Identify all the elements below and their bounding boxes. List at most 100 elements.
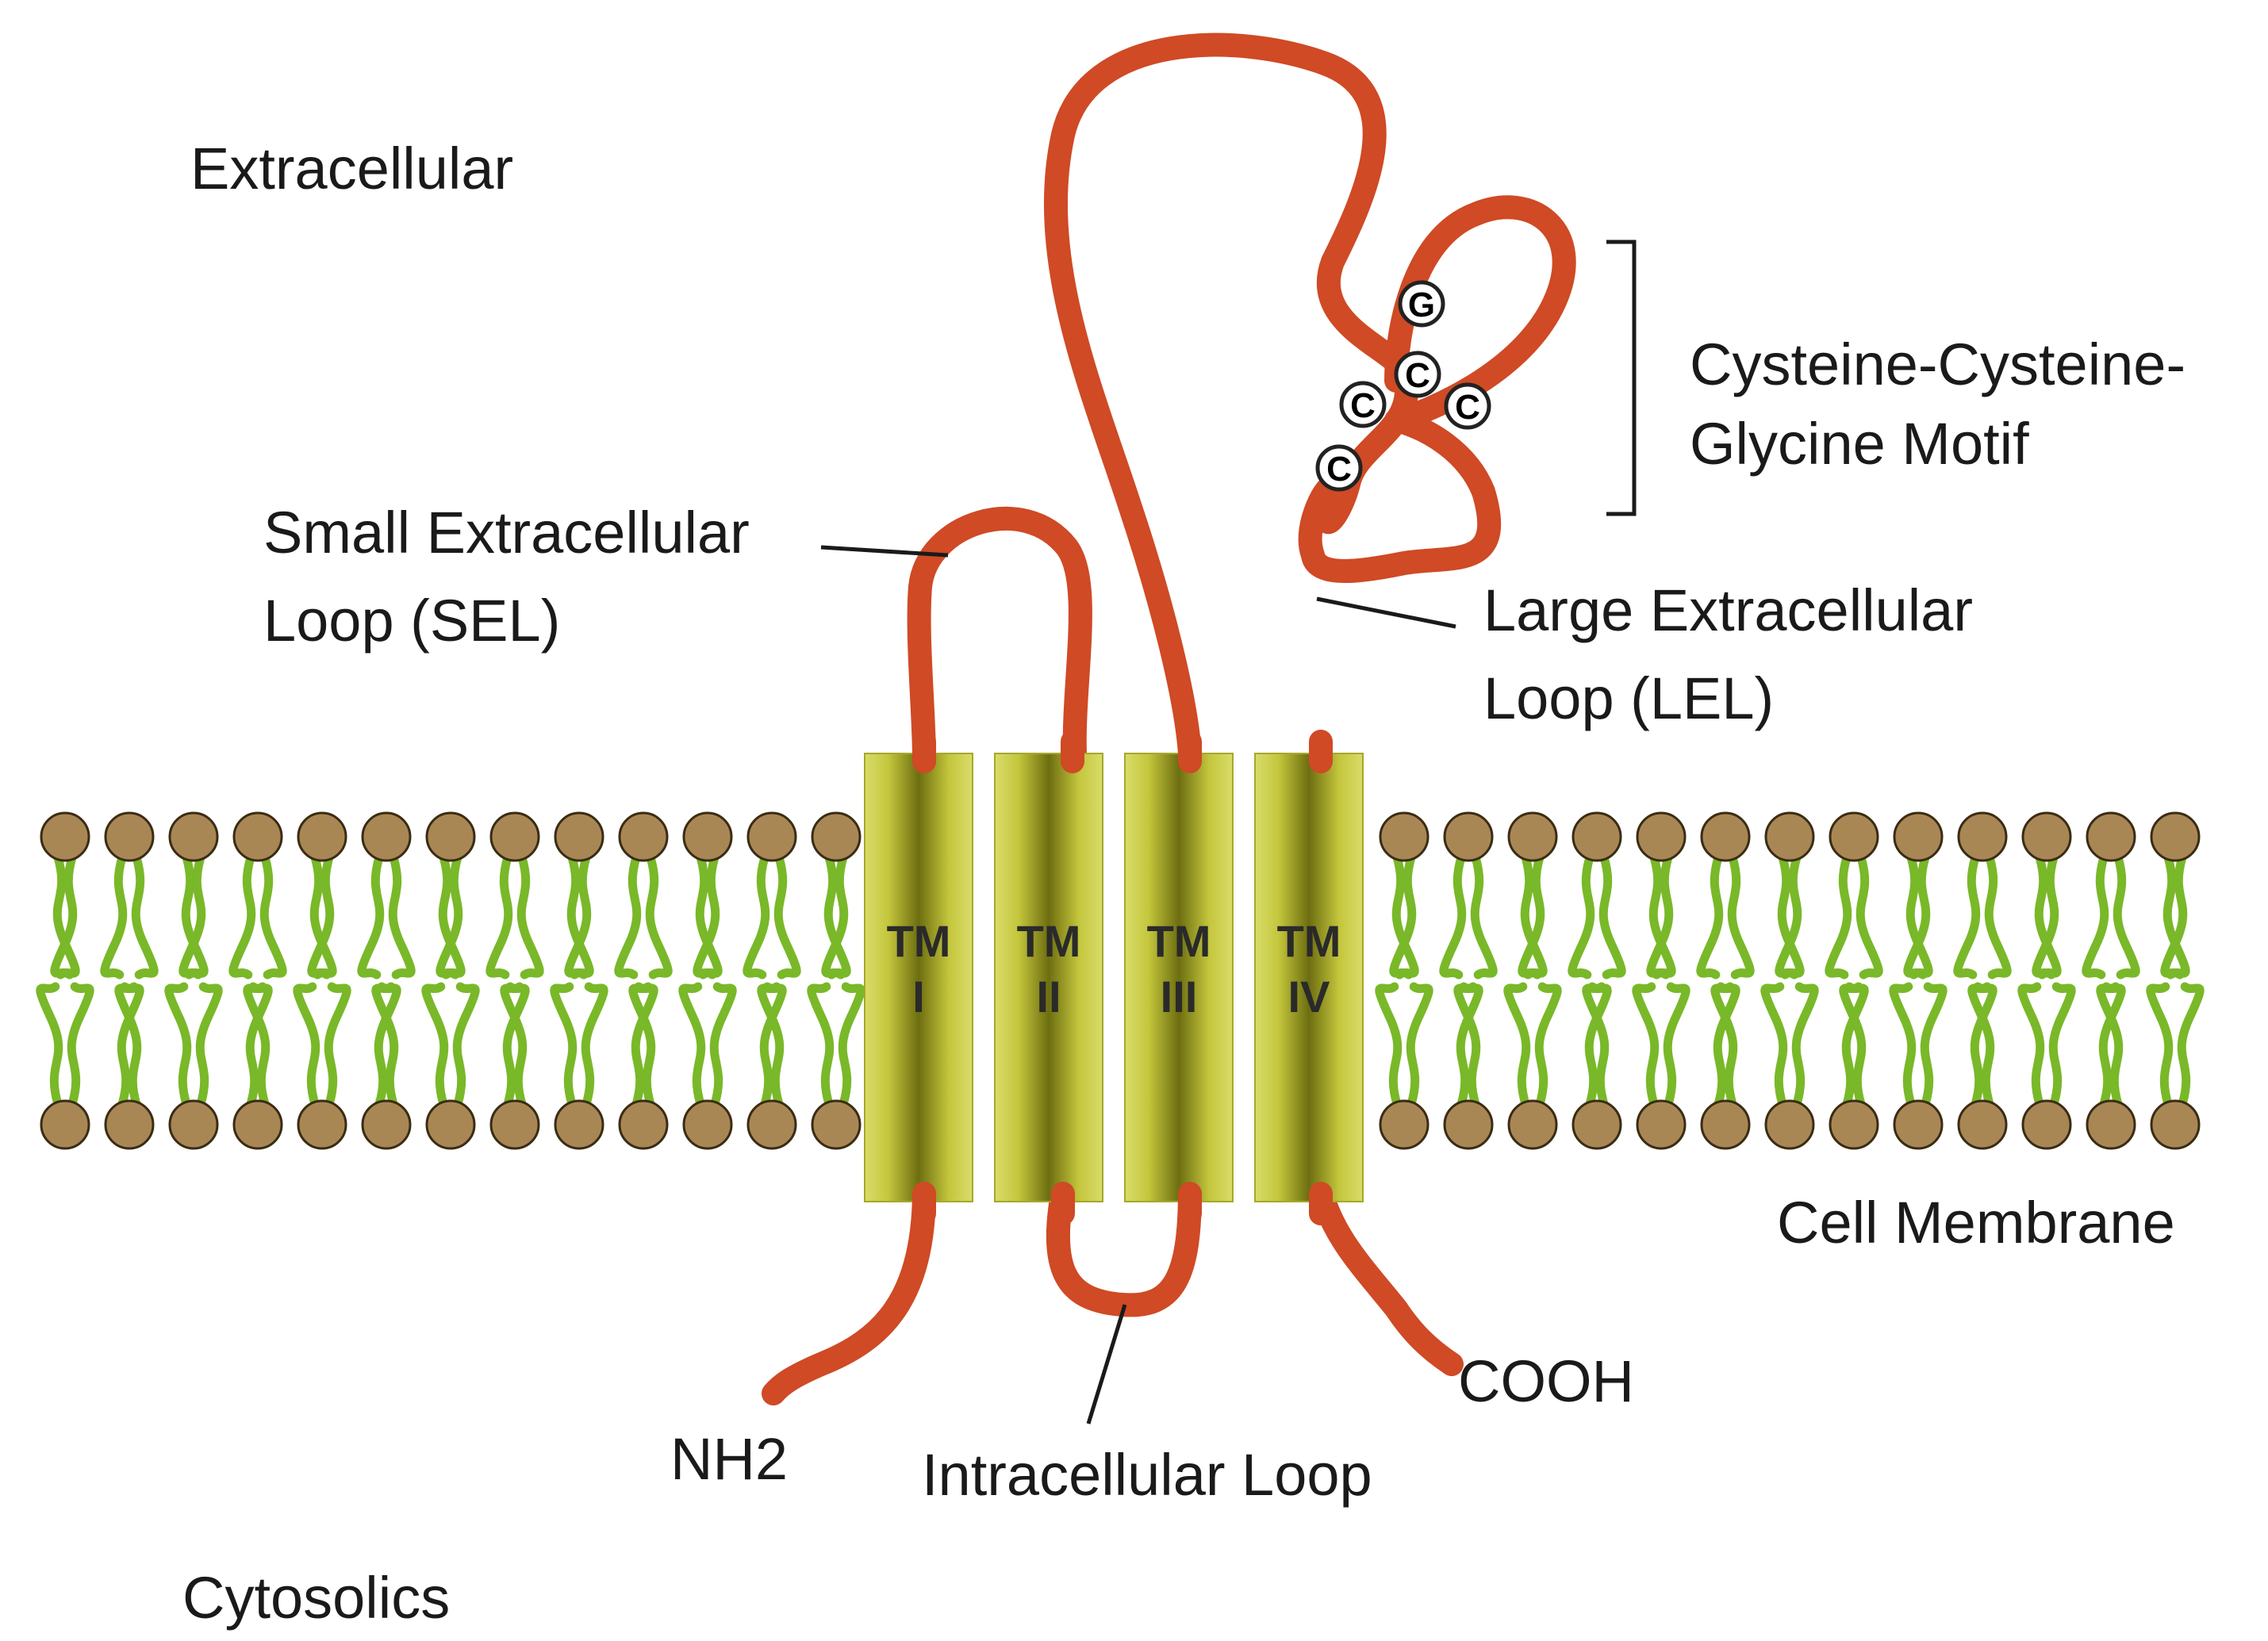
residue-c-bottom: C: [1315, 444, 1363, 492]
lipid-tail: [821, 853, 849, 980]
lipid-tail: [1439, 853, 1467, 980]
lipid-head: [232, 1099, 283, 1150]
lipid-tail: [485, 853, 513, 980]
lipid-head: [1443, 1099, 1494, 1150]
lipid-tail: [1503, 982, 1531, 1109]
svg-text:G: G: [1408, 286, 1435, 324]
lipid-head: [1957, 1099, 2008, 1150]
helix-tm4-number: IV: [1288, 972, 1330, 1022]
lipid-tail: [757, 982, 785, 1109]
lipid-tail: [1839, 982, 1867, 1109]
lipid-tail: [2146, 982, 2174, 1109]
lipid-head: [746, 1099, 797, 1150]
lipid-tail: [1406, 982, 1433, 1109]
lipid-head: [1700, 811, 1751, 862]
cell-membrane-label: Cell Membrane: [1777, 1190, 2175, 1256]
lipid-head: [425, 811, 476, 862]
lipid-tail: [1791, 982, 1819, 1109]
svg-text:C: C: [1405, 356, 1430, 395]
lipid-tail: [1760, 982, 1788, 1109]
sel-label-line2: Loop (SEL): [263, 588, 560, 654]
lipid-tail: [807, 982, 835, 1109]
helix-tm2: TM II: [994, 753, 1103, 1202]
lipid-tail: [1696, 853, 1724, 980]
lipid-tail: [516, 853, 544, 980]
helix-tm1-number: I: [912, 972, 925, 1022]
lipid-head: [40, 1099, 90, 1150]
lel-label-line1: Large Extracellular: [1483, 577, 1973, 643]
lipid-head: [297, 811, 347, 862]
lipid-heads: [40, 811, 2201, 1150]
lipid-tail: [2096, 982, 2124, 1109]
lipid-tail: [131, 853, 159, 980]
lipid-head: [1571, 811, 1622, 862]
lipid-head: [1379, 1099, 1429, 1150]
lipid-tail: [1984, 853, 2012, 980]
helix-tm1: TM I: [864, 753, 973, 1202]
lipid-head: [2086, 1099, 2136, 1150]
lipid-tail: [324, 982, 351, 1109]
lipid-tail: [228, 853, 256, 980]
lipid-tail: [371, 982, 399, 1109]
helix-tm4: TM IV: [1254, 753, 1364, 1202]
lipid-head: [618, 811, 669, 862]
lipid-tail: [436, 853, 463, 980]
lipid-tail: [1453, 982, 1481, 1109]
lipid-head: [168, 1099, 219, 1150]
lipid-tail: [709, 982, 737, 1109]
lipid-head: [1957, 811, 2008, 862]
lipid-tail: [243, 982, 271, 1109]
lipid-tail: [1889, 982, 1917, 1109]
helix-tm1-label: TM: [887, 916, 951, 966]
lipid-tail: [1903, 853, 1931, 980]
lipid-tail: [164, 982, 192, 1109]
lipid-head: [425, 1099, 476, 1150]
motif-label-line2: Glycine Motif: [1690, 411, 2029, 477]
lipid-tail: [1855, 853, 1883, 980]
lipid-tail: [307, 853, 335, 980]
lipid-tail: [1953, 853, 1981, 980]
lipid-head: [104, 1099, 155, 1150]
lipid-head: [682, 811, 733, 862]
lipid-tail: [1534, 982, 1562, 1109]
lipid-tail: [550, 982, 578, 1109]
sel-leader: [820, 545, 949, 558]
lipid-tail: [2113, 853, 2140, 980]
lipid-tail: [1598, 853, 1626, 980]
lipid-head: [811, 1099, 862, 1150]
small-extracellular-loop: [907, 507, 1092, 769]
lipid-tail: [678, 982, 706, 1109]
lipid-head: [489, 1099, 540, 1150]
lipid-tail: [743, 853, 770, 980]
lipid-head: [1636, 811, 1687, 862]
lipid-head: [1700, 1099, 1751, 1150]
lipid-head: [1764, 1099, 1815, 1150]
lipid-tail: [693, 853, 720, 980]
lipid-tail: [114, 982, 142, 1109]
lipid-tail: [67, 982, 94, 1109]
lipid-head: [2021, 1099, 2072, 1150]
lipid-head: [554, 1099, 604, 1150]
lipid-tail: [100, 853, 128, 980]
lipid-tail: [1470, 853, 1498, 980]
helix-stubs: [912, 730, 1333, 1225]
helix-tm2-label: TM: [1017, 916, 1081, 966]
lipid-head: [1443, 811, 1494, 862]
lipid-head: [1507, 1099, 1558, 1150]
large-extracellular-loop: [1043, 33, 1576, 765]
residue-c-top: C: [1394, 351, 1441, 398]
lipid-tails-left: [36, 853, 865, 1109]
lipid-tail: [1375, 982, 1403, 1109]
lipid-head: [1507, 811, 1558, 862]
lipid-head: [297, 1099, 347, 1150]
lipid-head: [1571, 1099, 1622, 1150]
lipid-tail: [1825, 853, 1852, 980]
lipid-head: [1379, 811, 1429, 862]
lipid-head: [1829, 1099, 1879, 1150]
svg-text:C: C: [1326, 450, 1352, 489]
lipid-tail: [421, 982, 449, 1109]
lipid-tail: [1518, 853, 1545, 980]
lipid-tail: [50, 853, 78, 980]
lipid-head: [1636, 1099, 1687, 1150]
residue-g: G: [1398, 280, 1445, 328]
